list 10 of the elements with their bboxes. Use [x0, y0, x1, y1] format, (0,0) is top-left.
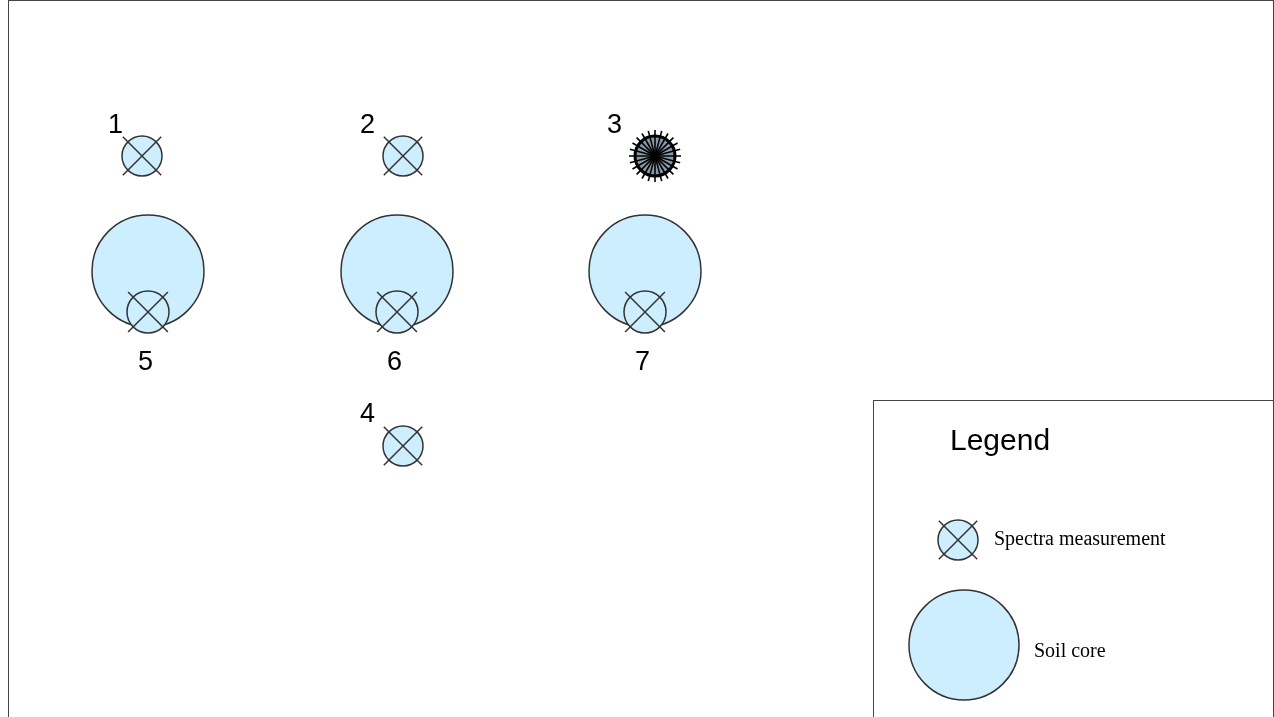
point-number: 3	[607, 111, 623, 138]
point-number: 4	[360, 400, 376, 427]
point-number: 2	[360, 111, 376, 138]
point-number: 1	[108, 111, 124, 138]
core-number: 6	[387, 348, 403, 375]
legend-label: Soil core	[1034, 640, 1106, 660]
legend-title: Legend	[950, 425, 1051, 455]
core-number: 5	[138, 348, 154, 375]
core-number: 7	[635, 348, 651, 375]
legend-label: Spectra measurement	[994, 528, 1166, 548]
